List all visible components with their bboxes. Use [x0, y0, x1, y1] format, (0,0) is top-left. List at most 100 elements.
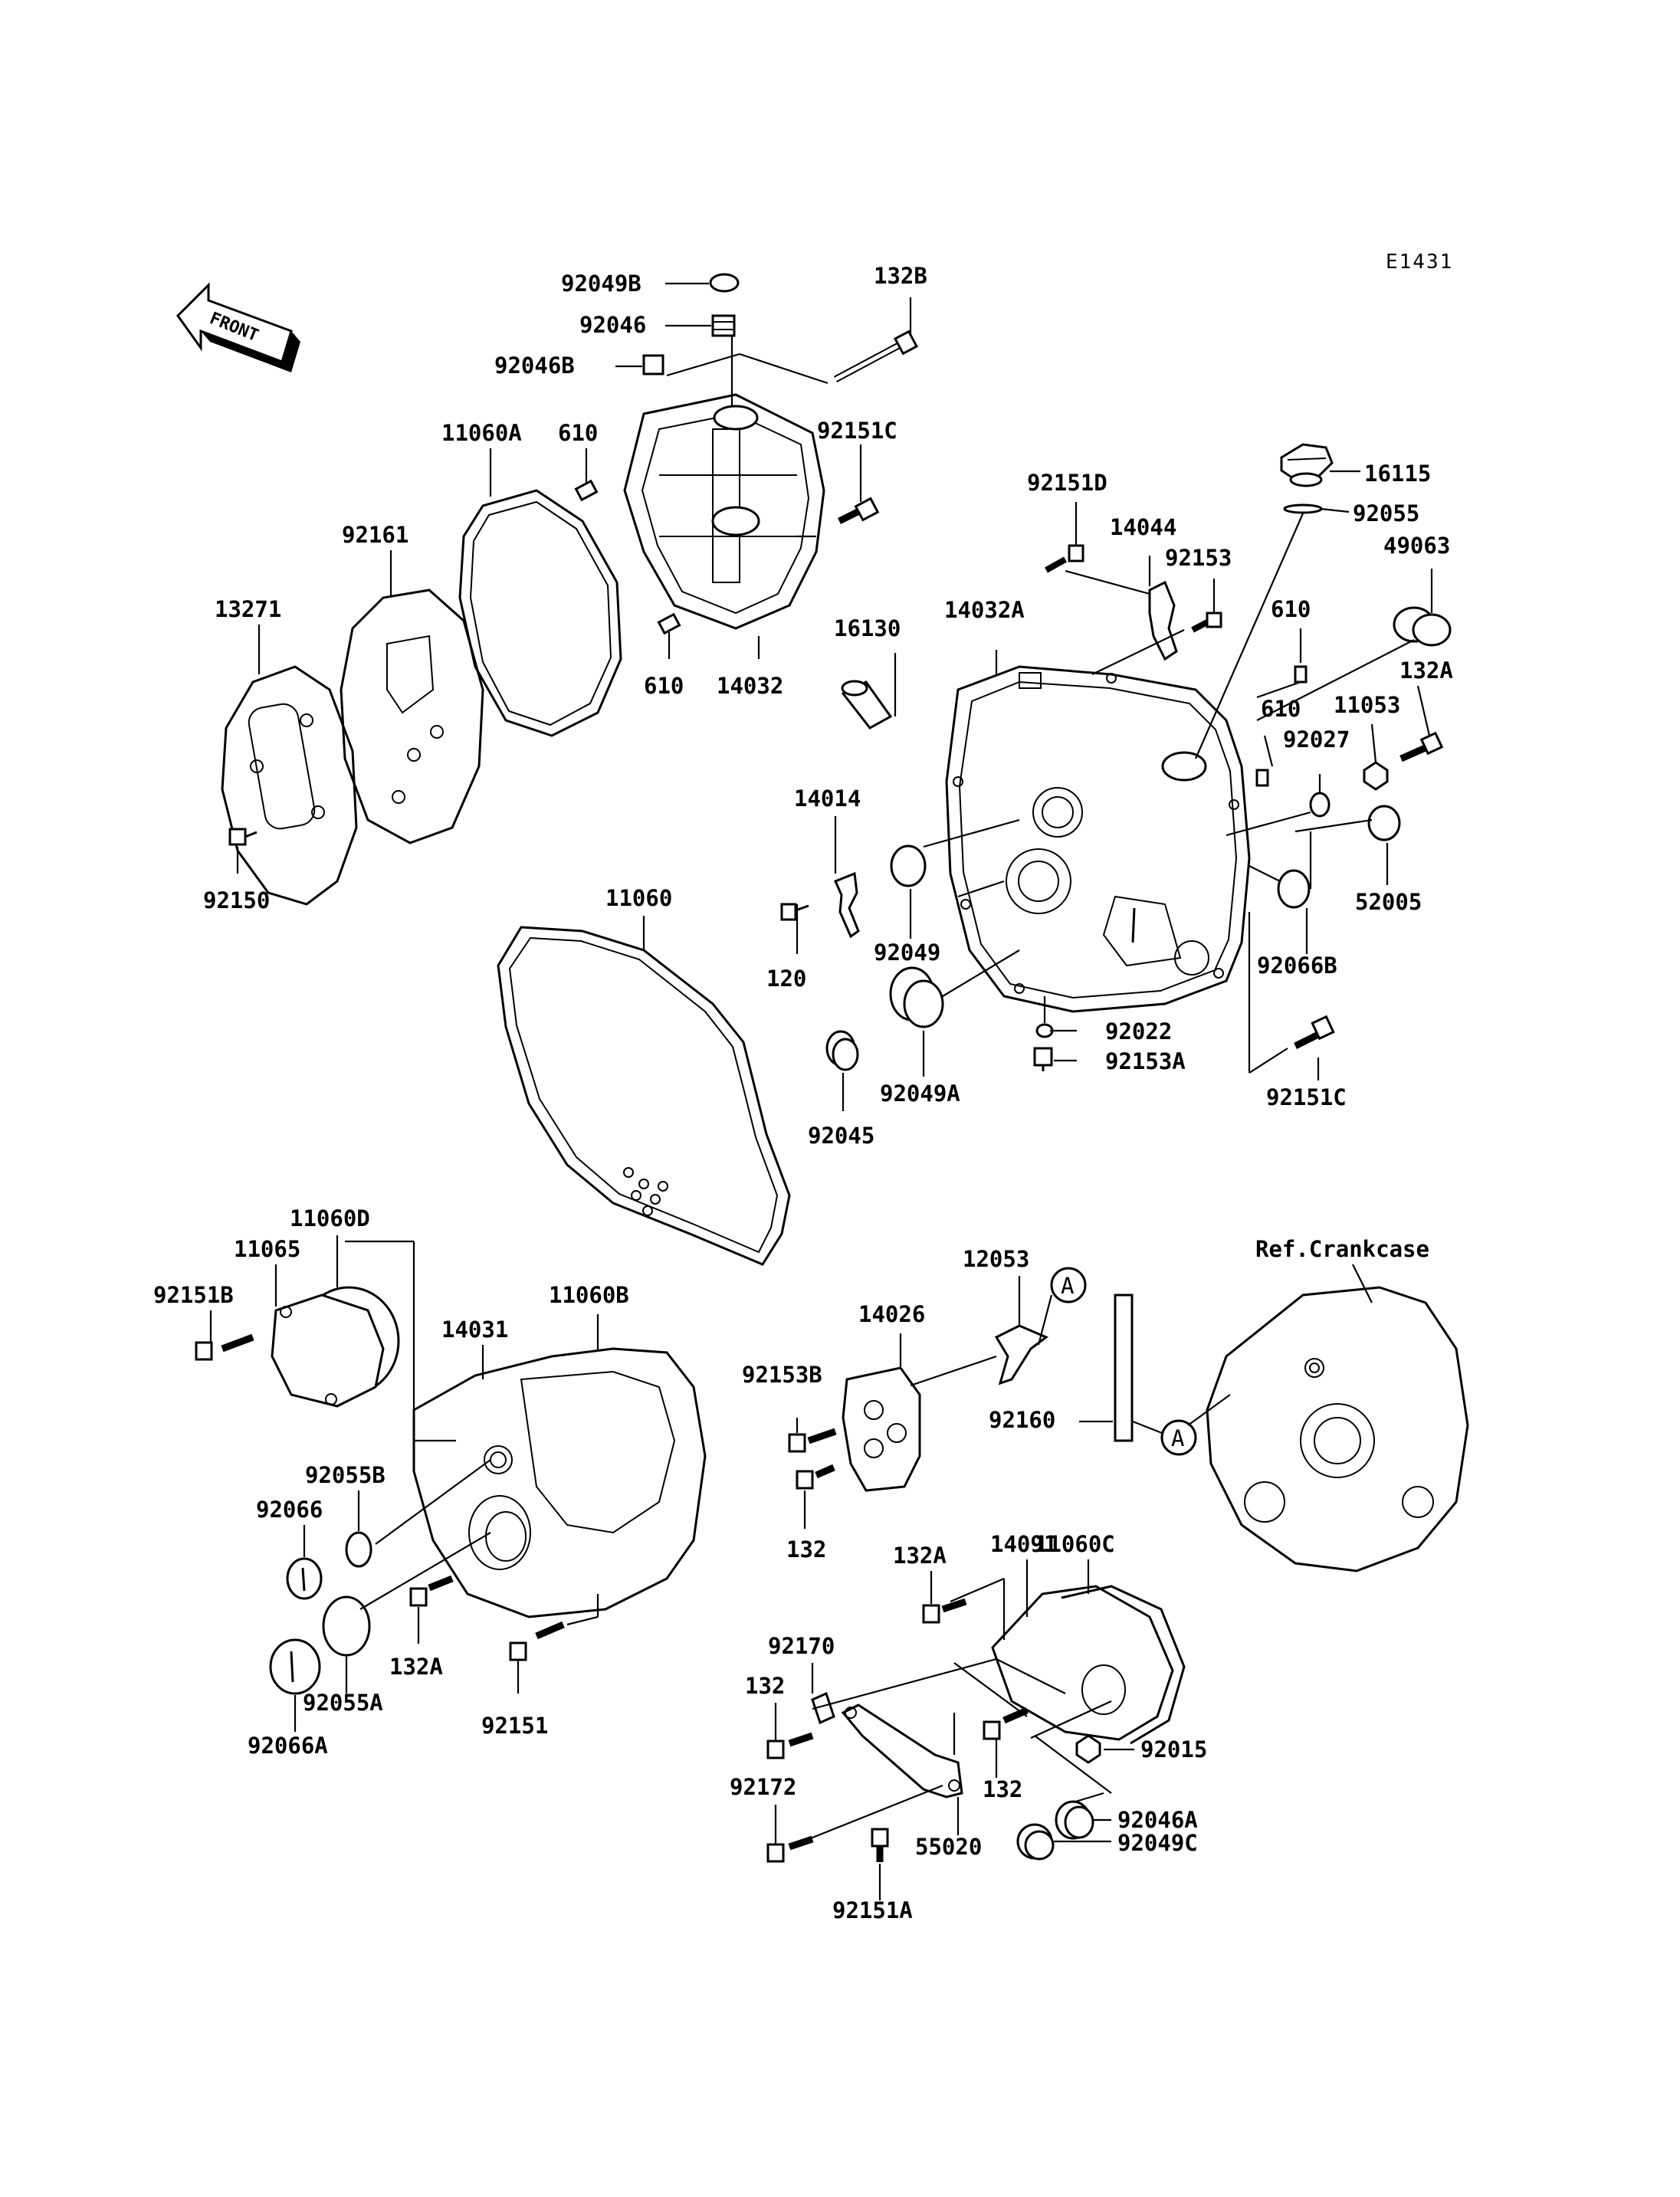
part-label: 92022 — [1105, 1018, 1172, 1044]
part-label: 92172 — [730, 1774, 796, 1800]
part-label: 11060D — [290, 1205, 370, 1231]
seal-92049 — [890, 844, 927, 887]
callout-a-top: A — [1050, 1267, 1087, 1303]
cover-14026 — [842, 1366, 921, 1492]
oring-92055 — [1283, 503, 1323, 514]
part-label: 92046 — [579, 312, 646, 338]
screw-120 — [780, 903, 809, 921]
bolt-132a-bottom — [922, 1598, 967, 1624]
part-labels: 92049B 92046 92046B 132B 11060A 610 9215… — [153, 263, 1453, 1923]
front-arrow-icon: FRONT — [176, 282, 300, 372]
part-label: 11060 — [605, 885, 672, 911]
part-label: 14032A — [944, 597, 1025, 623]
oring-92066b — [1277, 869, 1311, 909]
seal-92049a — [889, 966, 944, 1028]
bolt-132-mid — [796, 1464, 835, 1490]
part-label: 92066 — [256, 1497, 323, 1523]
crankcase-ref — [1206, 1286, 1469, 1572]
leader-lines — [209, 282, 1433, 1900]
part-label: 12053 — [963, 1246, 1029, 1272]
seal-52005 — [1367, 805, 1401, 841]
part-label: 132A — [893, 1543, 947, 1569]
part-label: 49063 — [1383, 533, 1450, 559]
part-label: 11060C — [1035, 1531, 1115, 1557]
part-label: 92046A — [1117, 1807, 1198, 1833]
part-label: 92066B — [1257, 953, 1337, 979]
gasket-11060 — [497, 926, 791, 1266]
bolt-132-bottom-right — [983, 1707, 1029, 1740]
bushing-16130 — [841, 680, 893, 730]
plug-49063 — [1393, 606, 1452, 647]
part-label: 92049C — [1117, 1830, 1198, 1856]
part-label: 92049 — [874, 939, 940, 966]
part-label: 92151C — [817, 418, 897, 444]
bolt-92151a — [871, 1828, 889, 1862]
part-label: 92055A — [303, 1690, 383, 1716]
dowel-610-b — [657, 612, 681, 635]
part-label: 92027 — [1283, 726, 1350, 753]
part-label: 92153A — [1105, 1048, 1186, 1074]
washer-92027 — [1309, 792, 1331, 818]
bolt-92151c-top — [837, 497, 880, 525]
seal-92049c — [1016, 1823, 1055, 1861]
part-label: 11053 — [1334, 692, 1400, 718]
part-label: 14026 — [858, 1301, 925, 1327]
part-label: 14091 — [990, 1531, 1057, 1557]
cover-11065 — [271, 1294, 385, 1408]
crankcase-ref-label: Ref.Crankcase — [1255, 1236, 1429, 1262]
bolt-132a-right — [1399, 731, 1444, 762]
part-label: 610 — [558, 420, 598, 446]
part-label: 92150 — [203, 887, 270, 913]
part-label: 132A — [1399, 657, 1453, 684]
part-label: 13271 — [215, 596, 281, 622]
part-label: 610 — [1261, 696, 1301, 722]
bolt-132-left — [766, 1732, 814, 1759]
plate-92161 — [340, 589, 484, 844]
clutch-cover-14032 — [623, 393, 825, 630]
bolt-132a-lower — [409, 1575, 454, 1607]
gasket-11060c — [1061, 1585, 1186, 1745]
part-label: 610 — [1271, 596, 1311, 622]
part-label: 92160 — [989, 1407, 1055, 1433]
plug-92066a — [269, 1638, 321, 1695]
part-label: 92066A — [248, 1733, 328, 1759]
part-label: 14014 — [794, 785, 861, 812]
part-label: 92151D — [1027, 470, 1107, 496]
part-label: 92055 — [1353, 500, 1419, 526]
cover-14091 — [991, 1585, 1174, 1741]
part-label: 14044 — [1110, 514, 1176, 540]
part-label: 92161 — [342, 522, 409, 548]
dowel-610-d — [1255, 769, 1269, 787]
part-label: 92049A — [880, 1080, 960, 1107]
callout-a-right: A — [1160, 1419, 1197, 1456]
screw-92150 — [228, 828, 258, 846]
part-label: 92055B — [305, 1462, 386, 1488]
bearing-92046a — [1055, 1800, 1094, 1840]
part-label: 14032 — [717, 673, 783, 699]
bolt-92151b — [195, 1333, 254, 1361]
part-label: 92151B — [153, 1282, 234, 1308]
generator-cover-14031 — [412, 1347, 707, 1618]
part-label: 92151A — [832, 1897, 913, 1923]
part-label: 92170 — [768, 1633, 835, 1659]
part-label: 132 — [983, 1776, 1022, 1802]
oring-92055b — [345, 1531, 372, 1568]
part-label: 92015 — [1140, 1736, 1207, 1763]
bolt-92151 — [509, 1621, 565, 1661]
nut-92015 — [1075, 1734, 1101, 1764]
clip-92170 — [811, 1691, 835, 1725]
crankcase-cover-14032a — [945, 665, 1251, 1013]
part-label: 132 — [786, 1536, 826, 1562]
part-label: 132B — [874, 263, 927, 289]
part-label: 16115 — [1364, 461, 1431, 487]
nut-11053 — [1363, 761, 1389, 791]
part-label: 132A — [389, 1654, 443, 1680]
diagram-code: E1431 — [1386, 251, 1453, 274]
part-label: 92049B — [561, 271, 641, 297]
lever-14014 — [833, 871, 860, 939]
bearing-92045 — [825, 1030, 859, 1071]
svg-text:A: A — [1171, 1425, 1184, 1451]
part-label: 610 — [644, 673, 684, 699]
part-label: 120 — [766, 966, 806, 992]
